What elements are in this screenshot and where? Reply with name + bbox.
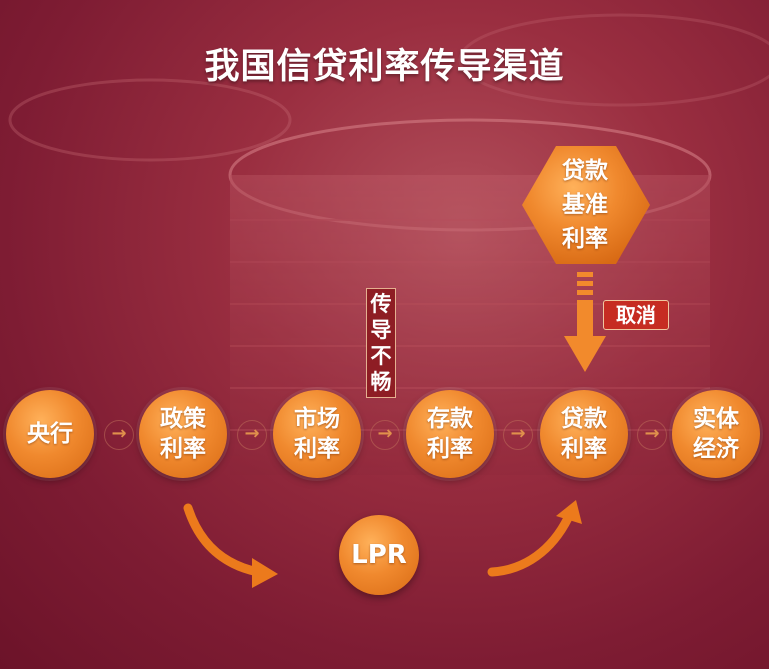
node-real-economy: 实体经济: [672, 390, 760, 478]
node-central-bank: 央行: [6, 390, 94, 478]
arrow-right-icon: →: [370, 420, 400, 450]
arrow-right-icon: →: [503, 420, 533, 450]
node-market-rate: 市场利率: [273, 390, 361, 478]
benchmark-hexagon: [522, 146, 650, 264]
benchmark-rate-label: 贷款基准利率: [562, 158, 608, 252]
arrow-right-icon: →: [637, 420, 667, 450]
arrow-right-icon: →: [104, 420, 134, 450]
curved-arrow-icon: [183, 500, 582, 588]
cancel-badge: 取消: [603, 300, 669, 330]
node-lpr: LPR: [339, 515, 419, 595]
node-policy-rate: 政策利率: [139, 390, 227, 478]
diagram-title: 我国信贷利率传导渠道: [204, 47, 565, 87]
node-loan-rate: 贷款利率: [540, 390, 628, 478]
blocked-transmission-note: 传导不畅: [366, 288, 396, 398]
node-deposit-rate: 存款利率: [406, 390, 494, 478]
arrow-right-icon: →: [237, 420, 267, 450]
down-arrow-icon: [564, 272, 606, 372]
